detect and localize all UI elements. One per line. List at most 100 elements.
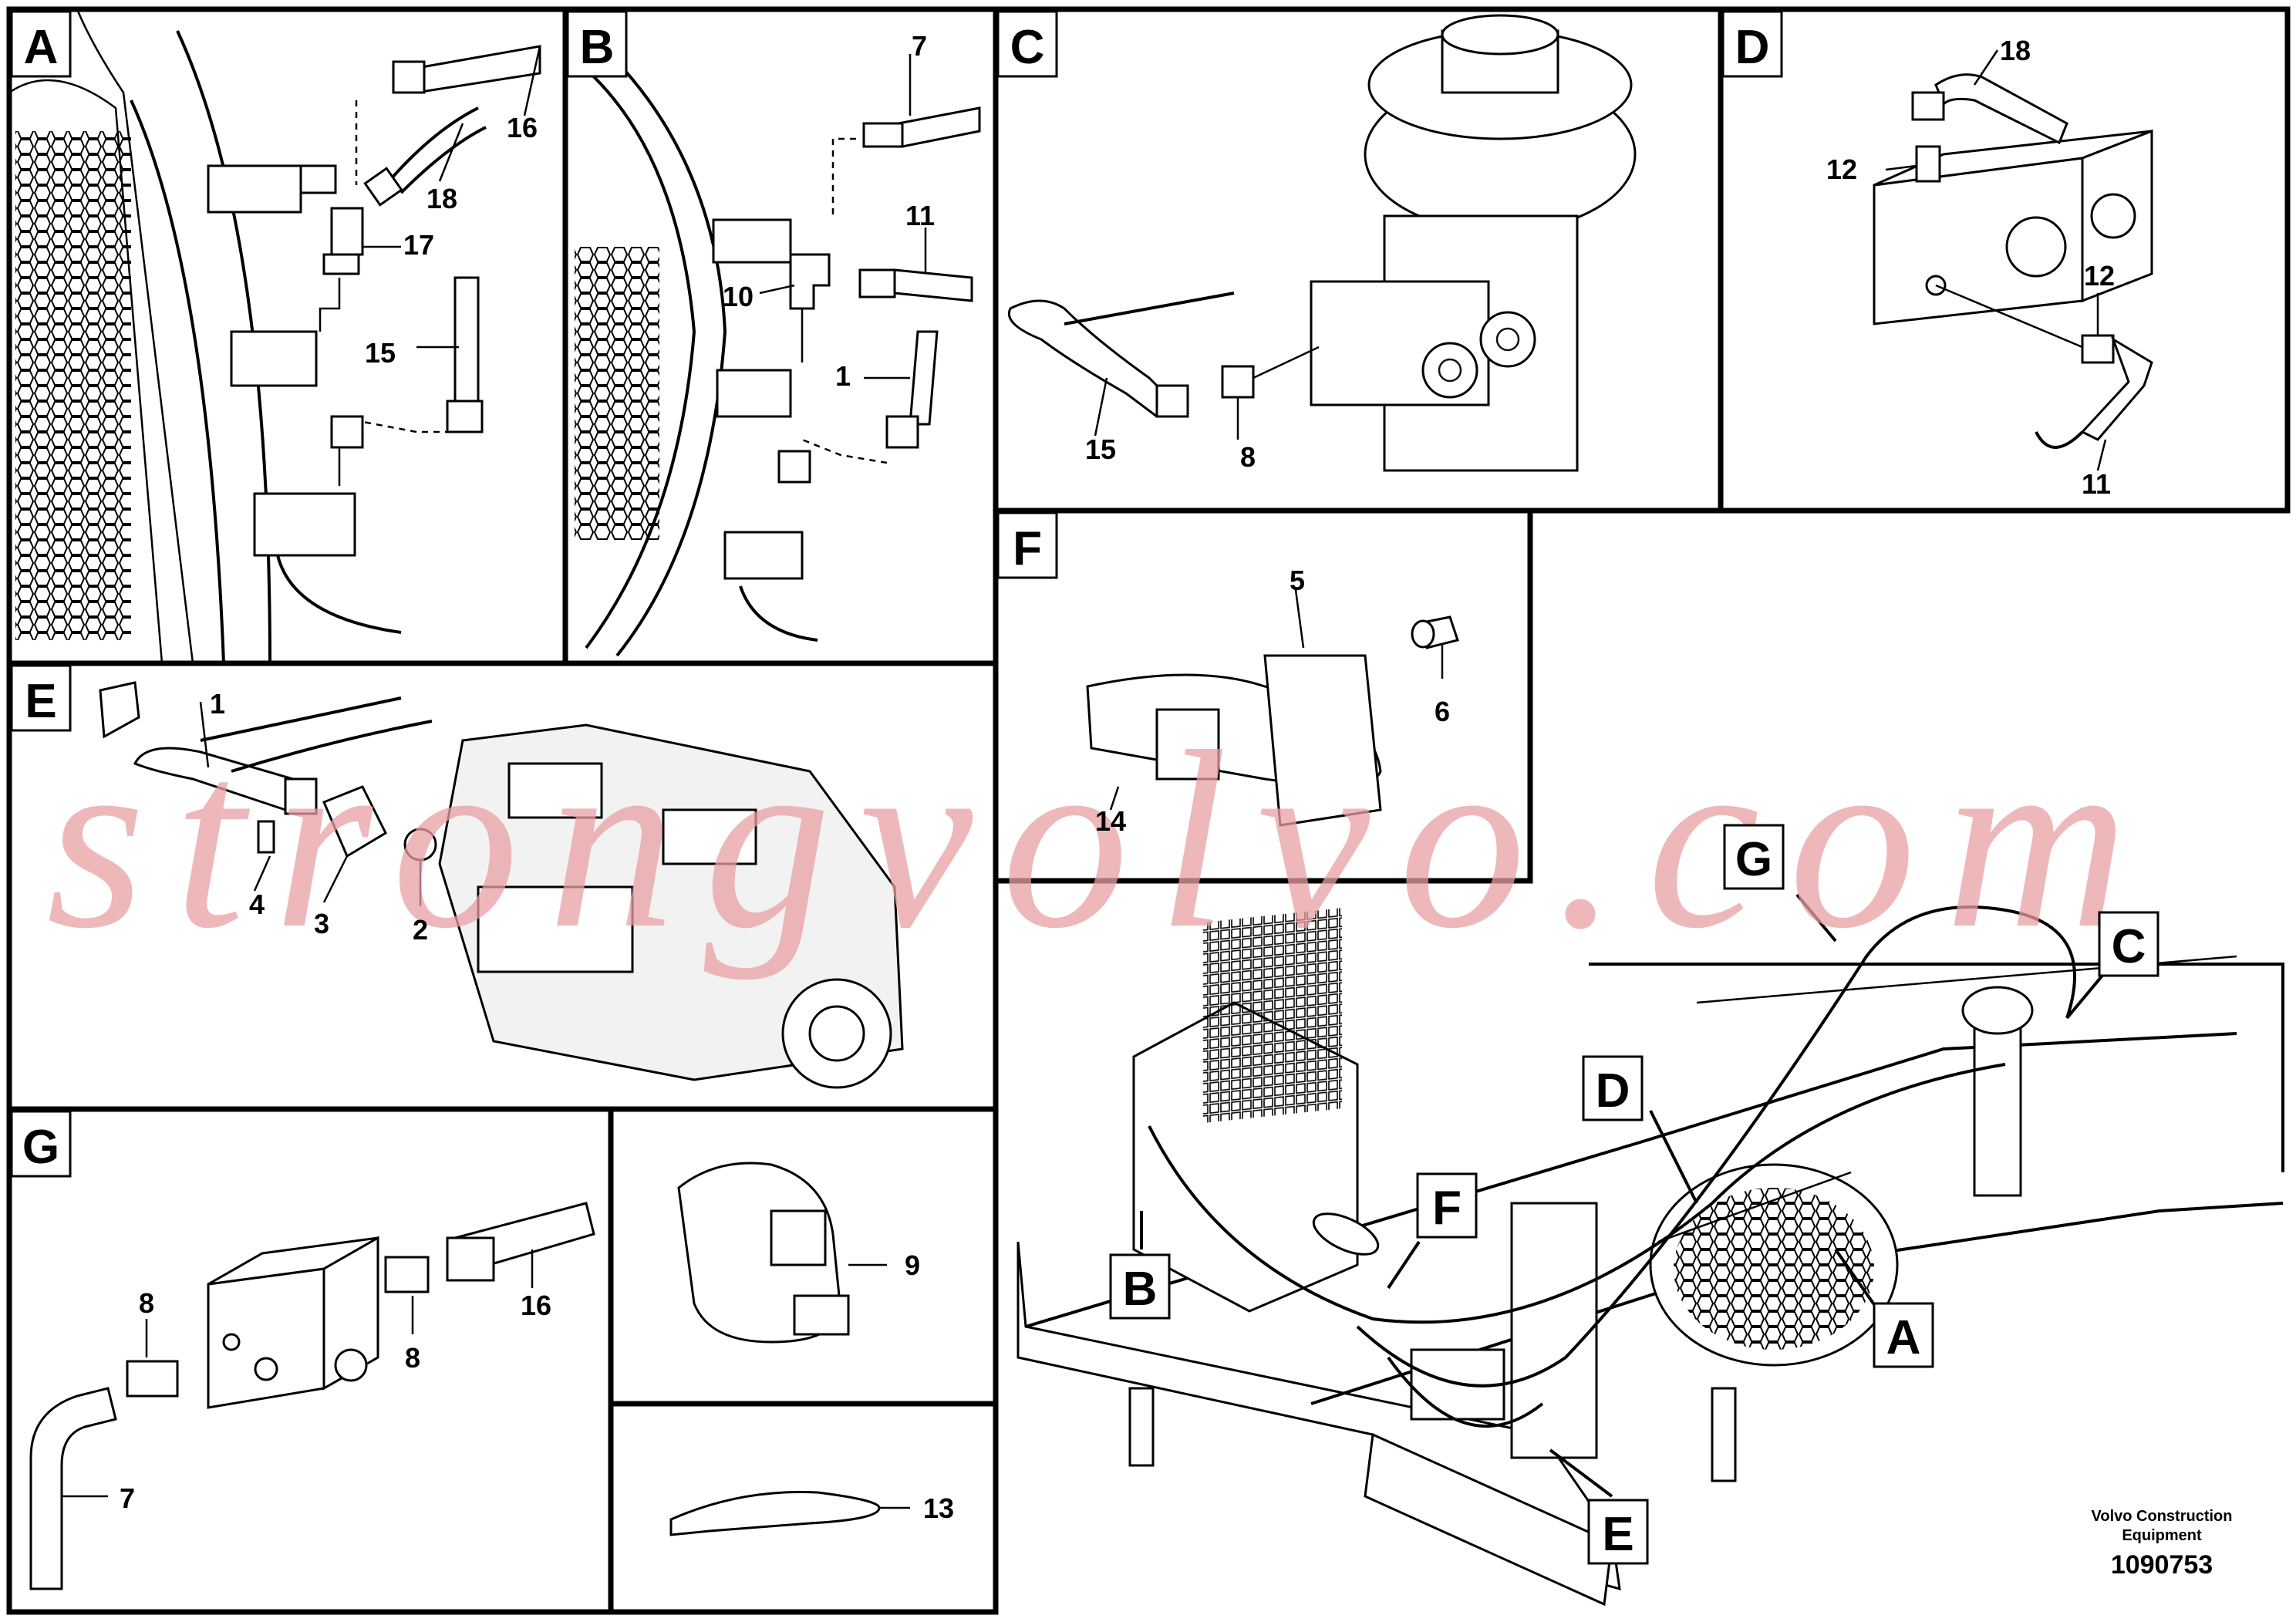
overview-marker-f: F [1416,1172,1478,1239]
fitting-11 [858,268,896,298]
fitting-15 [446,400,484,433]
svg-text:F: F [1432,1182,1462,1235]
callout-g-8-right: 8 [405,1342,420,1374]
callout-e-1: 1 [210,688,225,720]
callout-e-3: 3 [314,908,329,939]
panel-tie-drawing [669,1490,910,1536]
svg-text:E: E [1602,1508,1633,1561]
hose-15 [453,276,480,403]
manifold-block [207,164,302,214]
callout-f-6: 6 [1435,696,1450,727]
svg-text:A: A [1886,1311,1921,1364]
svg-text:C: C [2112,920,2146,973]
valve-column [1973,1017,2022,1197]
callout-f-14: 14 [1095,805,1126,837]
callout-e-4: 4 [249,889,265,920]
panel-label-b: B [566,10,628,78]
callout-f-5: 5 [1290,565,1305,596]
elbow-17 [330,207,364,256]
svg-text:D: D [1735,21,1770,74]
svg-text:F: F [1013,522,1042,575]
panel-tie-frame [608,1401,999,1615]
svg-text:G: G [1735,833,1772,886]
panel-label-c: C [996,10,1058,78]
footer-company-line1: Volvo Construction [2092,1508,2233,1525]
callout-d-18: 18 [2000,35,2031,66]
radiator-grille [575,247,659,540]
mount-block [723,531,804,580]
mount-block [230,330,318,387]
panel-label-e: E [10,664,72,732]
callout-c-15: 15 [1085,433,1116,465]
hose-1 [909,330,939,426]
hose-7 [29,1387,117,1590]
marker-c-leader [2065,970,2107,1020]
callout-b-11: 11 [905,200,935,231]
overview-marker-g: G [1723,824,1785,890]
mount-block [253,492,356,557]
panel-g-drawing [29,1202,595,1590]
callout-a-18: 18 [426,183,457,214]
overview-marker-d: D [1582,1055,1644,1121]
drawing-number: 1090753 [2111,1550,2213,1580]
fitting-1 [885,415,919,449]
panel-label-d: D [1721,10,1783,78]
svg-text:G: G [22,1121,59,1174]
machine-overview [1017,905,2284,1607]
svg-text:C: C [1010,21,1045,74]
adapter-8 [1221,365,1255,399]
fitting-1 [284,777,318,815]
svg-text:B: B [1123,1263,1158,1316]
panel-label-a: A [10,10,72,78]
callout-tie-13: 13 [923,1492,954,1524]
watermark: strongvolvo.com [46,700,2129,981]
adapter-12 [1915,145,1941,183]
flange-3 [322,785,387,858]
overview-marker-e: E [1587,1499,1649,1565]
hydraulic-tank [1510,1202,1598,1459]
adapter-8 [384,1256,430,1293]
panel-d-drawing [1873,49,2153,471]
footer-company-line2: Equipment [2122,1527,2202,1544]
panel-c-drawing [1008,14,1637,472]
panel-a-drawing [8,8,541,664]
panel-label-g: G [10,1110,72,1178]
elbow-10 [789,253,831,310]
panel-label-f: F [996,511,1058,579]
fitting-16 [392,60,426,94]
callout-d-12-top: 12 [1826,153,1857,185]
callout-d-12-right: 12 [2084,260,2115,292]
fitting-15 [1155,384,1189,418]
callout-g-8-left: 8 [139,1287,154,1319]
fitting-18 [1911,91,1945,121]
callout-b-10: 10 [723,281,754,312]
svg-text:D: D [1596,1064,1630,1118]
hose-11 [893,268,973,302]
mount-block [716,369,792,418]
cable-tie-13 [669,1490,881,1536]
panel-f-drawing [1086,589,1459,827]
panel-b-drawing [575,54,981,657]
overview-marker-c: C [2098,911,2159,977]
callout-g-16: 16 [521,1290,551,1321]
bolt-4 [257,820,275,854]
adapter-12 [2081,334,2115,364]
svg-text:E: E [25,675,56,728]
panel-d-frame [1718,6,2291,514]
radiator-grille [15,131,131,640]
marker-e-leader [1549,1448,1613,1498]
callout-c-8: 8 [1240,441,1256,473]
callout-a-16: 16 [507,112,538,143]
svg-text:B: B [580,21,615,74]
callout-a-17: 17 [403,229,434,261]
fitting-7 [862,122,904,148]
adapter-8 [126,1360,179,1398]
marker-f-leader [1387,1240,1421,1290]
callout-e-2: 2 [413,914,428,946]
strap-buckle [1155,708,1220,781]
bracket-5 [1263,654,1382,827]
callout-b-7: 7 [912,30,927,62]
panel-clip-drawing [677,1162,887,1344]
callout-g-7: 7 [120,1482,135,1514]
